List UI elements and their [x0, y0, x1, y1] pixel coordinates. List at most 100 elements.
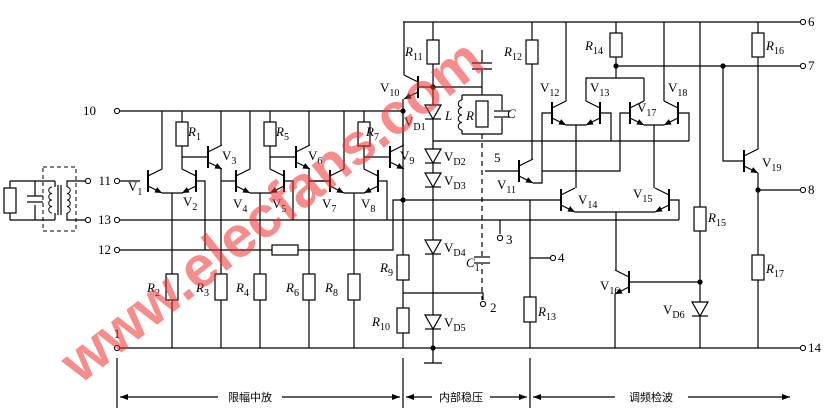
label-vd6: VD6 — [663, 302, 685, 321]
label-subscript: 14 — [587, 200, 597, 211]
label-v8: V8 — [361, 196, 375, 215]
emitter-arrow — [404, 93, 412, 99]
transistor — [629, 100, 645, 126]
label-subscript: 3 — [204, 288, 209, 299]
pin-label-p12: 12 — [98, 242, 111, 257]
label-subscript: D4 — [453, 248, 465, 259]
wire — [66, 213, 85, 221]
diode — [423, 314, 443, 331]
label-r1: R1 — [187, 124, 201, 143]
label-subscript: D2 — [453, 157, 465, 168]
pin-label-p5: 5 — [494, 150, 501, 165]
label-subscript: 2 — [192, 202, 197, 213]
label-subscript: 4 — [242, 204, 247, 215]
label-subscript: 12 — [549, 88, 559, 99]
transistor-collector — [654, 187, 670, 196]
resistor — [523, 296, 537, 323]
label-vd5: VD5 — [444, 315, 466, 334]
inductor-coil — [66, 186, 71, 214]
pin-label-p6: 6 — [808, 14, 815, 29]
label-subscript: 11 — [413, 52, 423, 63]
pin-label-p4: 4 — [558, 250, 565, 265]
transistor-collector — [403, 74, 419, 83]
label-v12: V12 — [540, 80, 559, 99]
transistor — [551, 100, 567, 126]
transistor-collector — [614, 269, 630, 278]
label-v14: V14 — [578, 192, 597, 211]
label-v17: V17 — [637, 100, 656, 119]
wire — [196, 180, 206, 250]
resistor — [426, 39, 440, 65]
emitter-arrow — [154, 187, 162, 193]
label-r17: R17 — [765, 261, 784, 280]
junction-dot — [755, 187, 761, 193]
pin-terminal — [113, 246, 121, 254]
transistor — [663, 100, 679, 126]
transistor — [207, 144, 223, 170]
label-v1: V1 — [128, 179, 142, 198]
transistor-collector — [363, 168, 379, 177]
label-subscript: 13 — [599, 88, 609, 99]
diode — [423, 148, 443, 165]
label-v11: V11 — [497, 177, 516, 196]
junction-dot — [720, 63, 726, 69]
label-subscript: 1 — [137, 187, 142, 198]
emitter-arrow — [302, 163, 310, 169]
transistor — [181, 168, 197, 194]
label-vd3: VD3 — [444, 173, 466, 192]
arrow-head — [406, 394, 414, 400]
label-subscript: 1 — [475, 263, 480, 274]
pin-terminal — [799, 62, 807, 70]
label-subscript: D3 — [453, 181, 465, 192]
label-subscript: 3 — [231, 156, 236, 167]
resistor — [609, 32, 623, 58]
transformer-shield — [42, 166, 77, 232]
emitter-arrow — [636, 119, 644, 125]
label-r12: R12 — [503, 44, 522, 63]
label-v19: V19 — [762, 155, 781, 174]
transistor-collector — [629, 100, 645, 109]
label-subscript: D5 — [453, 323, 465, 334]
transistor-collector — [663, 100, 679, 109]
transistor — [295, 144, 311, 170]
label-l: L — [444, 108, 452, 123]
cap-gap — [494, 110, 510, 118]
diode — [423, 172, 443, 189]
pin-label-p10: 10 — [83, 103, 96, 118]
emitter-arrow — [270, 187, 278, 193]
wire — [403, 292, 484, 300]
label-r5: R5 — [275, 124, 289, 143]
wire — [722, 66, 744, 162]
pin-terminal — [113, 216, 121, 224]
emitter-arrow — [214, 163, 222, 169]
wire — [542, 112, 630, 172]
label-subscript: 16 — [609, 286, 619, 297]
pin-terminal — [799, 344, 807, 352]
transistor — [743, 148, 759, 174]
transistor-collector — [147, 168, 163, 177]
transistor — [518, 158, 534, 184]
resistor — [693, 206, 707, 232]
label-subscript: 4 — [244, 288, 249, 299]
label-subscript: 18 — [677, 88, 687, 99]
emitter-arrow — [586, 119, 594, 125]
arrow-head — [392, 394, 400, 400]
pin-label-p14: 14 — [808, 340, 822, 355]
transistor-collector — [389, 144, 405, 153]
transistor-collector — [269, 168, 285, 177]
label-subscript: 7 — [374, 132, 379, 143]
label-subscript: 16 — [774, 46, 784, 57]
pin-label-p1: 1 — [114, 326, 121, 341]
label-subscript: 9 — [409, 156, 414, 167]
transistor — [585, 100, 601, 126]
label-subscript: 2 — [155, 288, 160, 299]
label-subscript: 17 — [774, 269, 784, 280]
transistor — [269, 168, 285, 194]
resistor — [525, 39, 539, 65]
label-r6: R6 — [285, 280, 299, 299]
emitter-arrow — [558, 119, 566, 125]
pin-terminal — [113, 344, 121, 352]
resistor — [475, 100, 489, 128]
diode — [423, 104, 443, 121]
